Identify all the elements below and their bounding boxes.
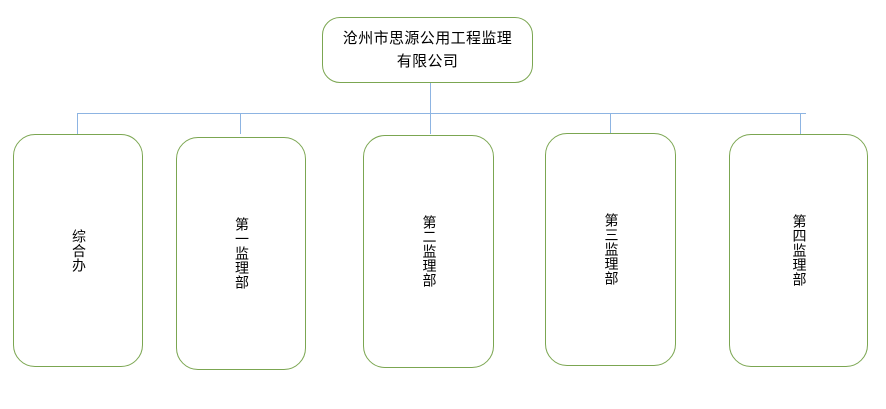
connector-drop-4: [610, 113, 611, 134]
org-node-dept-supervision-4[interactable]: 第四监理部: [729, 134, 868, 367]
connector-drop-1: [77, 113, 78, 134]
org-node-root[interactable]: 沧州市思源公用工程监理 有限公司: [322, 17, 533, 83]
org-node-dept-supervision-2-label: 第二监理部: [420, 215, 437, 288]
org-node-dept-general-office[interactable]: 综合办: [13, 134, 143, 367]
connector-drop-3: [430, 113, 431, 134]
org-node-dept-supervision-1[interactable]: 第一监理部: [176, 137, 306, 370]
org-node-dept-general-office-label: 综合办: [70, 228, 87, 273]
connector-trunk-bar: [77, 113, 806, 114]
org-node-dept-supervision-2[interactable]: 第二监理部: [363, 135, 494, 368]
org-node-dept-supervision-1-label: 第一监理部: [233, 217, 250, 290]
connector-drop-5: [800, 113, 801, 134]
connector-root-stem: [430, 83, 431, 114]
connector-drop-2: [240, 113, 241, 134]
org-node-root-label: 沧州市思源公用工程监理 有限公司: [342, 28, 513, 70]
org-node-dept-supervision-3-label: 第三监理部: [602, 213, 619, 286]
org-node-dept-supervision-4-label: 第四监理部: [790, 214, 807, 287]
org-node-dept-supervision-3[interactable]: 第三监理部: [545, 133, 676, 366]
